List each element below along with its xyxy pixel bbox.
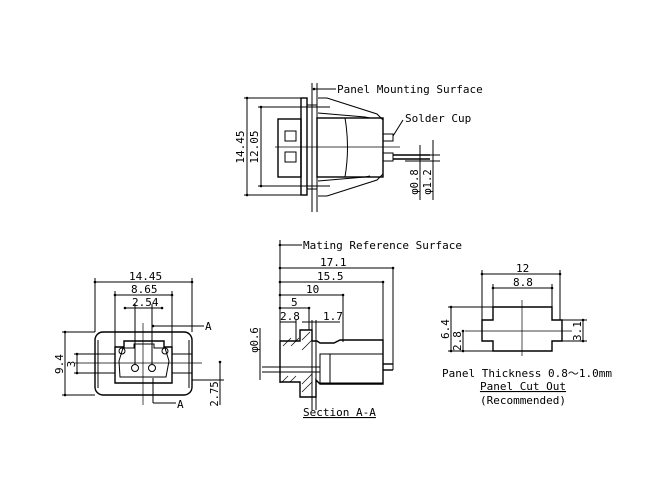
dim-15-5: 15.5 <box>317 270 344 283</box>
dim-cutout-height: 6.4 <box>439 319 452 339</box>
section-mark-top: A <box>205 320 212 333</box>
dim-10: 10 <box>306 283 319 296</box>
dim-cutout-notch: 3.1 <box>571 321 584 341</box>
front-view: 14.45 8.65 2.54 9.4 3 2.75 A A <box>53 270 224 411</box>
dim-center: 3 <box>65 361 78 368</box>
section-mark-bottom: A <box>177 398 184 411</box>
cutout-title: Panel Cut Out <box>480 380 566 393</box>
dim-1-7: 1.7 <box>323 310 343 323</box>
section-title: Section A-A <box>303 406 376 419</box>
dim-inner-width: 8.65 <box>131 283 158 296</box>
dim-width: 14.45 <box>129 270 162 283</box>
dim-pitch: 2.54 <box>132 296 159 309</box>
section-view: Mating Reference Surface φ0.6 17.1 15.5 … <box>249 239 462 419</box>
panel-mounting-label: Panel Mounting Surface <box>337 83 483 96</box>
panel-thickness-note: Panel Thickness 0.8～1.0mm <box>442 367 612 380</box>
dim-2-8: 2.8 <box>280 310 300 323</box>
dim-cup-dia: φ1.2 <box>422 169 434 194</box>
dim-cutout-inner-width: 8.8 <box>513 276 533 289</box>
dim-height: 9.4 <box>53 354 66 374</box>
top-view: 14.45 12.05 Panel Mounting Surface Solde… <box>234 83 483 212</box>
mating-reference-label: Mating Reference Surface <box>303 239 462 252</box>
dim-wire-dia: φ0.8 <box>409 169 421 194</box>
solder-cup-label: Solder Cup <box>405 112 471 125</box>
dim-inner-height: 12.05 <box>248 130 261 163</box>
dim-cutout-width: 12 <box>516 262 529 275</box>
dim-17-1: 17.1 <box>320 256 347 269</box>
cutout-subtitle: (Recommended) <box>480 394 566 407</box>
cutout-view: 12 8.8 6.4 2.8 3.1 Panel Thickness 0.8～1… <box>439 262 612 407</box>
dim-outer-height: 14.45 <box>234 130 247 163</box>
dim-pin-dia: φ0.6 <box>249 327 261 352</box>
dim-5: 5 <box>291 296 298 309</box>
dim-offset: 2.75 <box>209 381 221 406</box>
dim-cutout-half: 2.8 <box>451 331 464 351</box>
